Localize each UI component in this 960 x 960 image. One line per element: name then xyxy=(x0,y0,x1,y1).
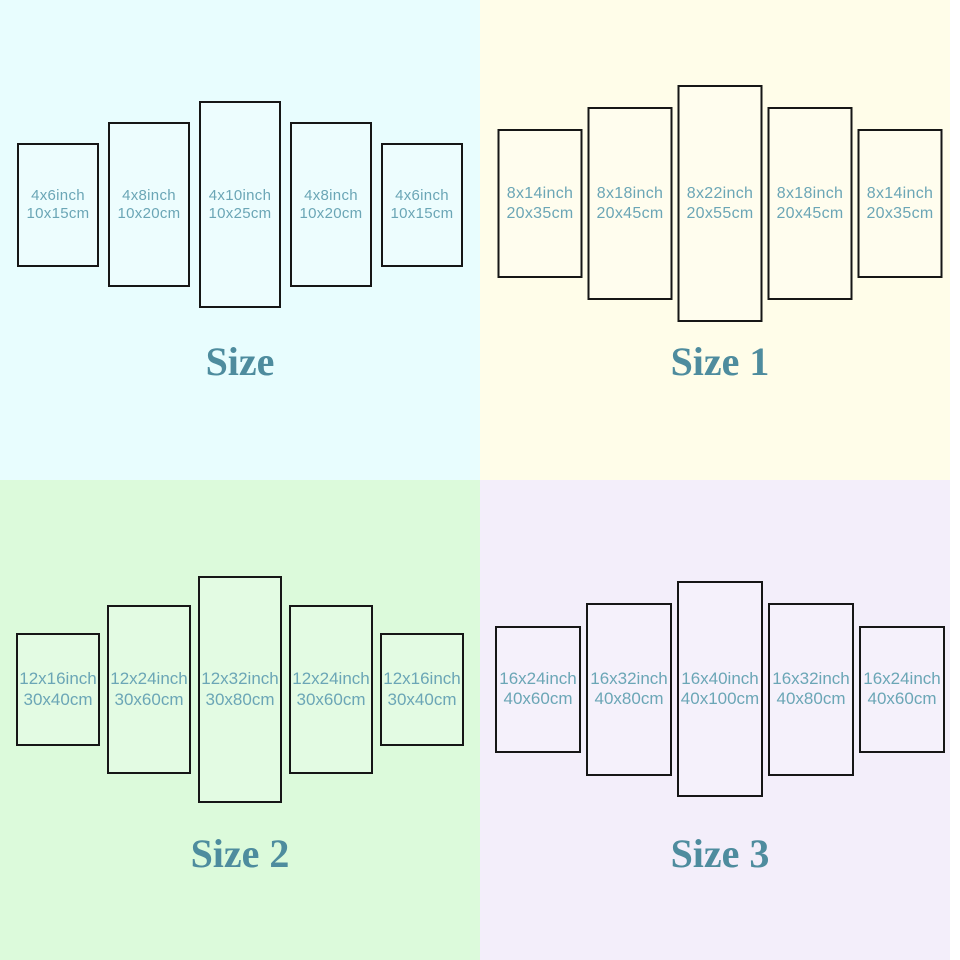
panel-size-cm: 10x15cm xyxy=(390,204,454,222)
size-panel: 4x10inch 10x25cm xyxy=(199,101,281,308)
panel-size-inch: 12x16inch xyxy=(383,669,461,689)
panel-size-inch: 12x16inch xyxy=(19,669,97,689)
panel-size-inch: 4x6inch xyxy=(395,186,449,204)
panel-size-inch: 8x14inch xyxy=(506,185,574,203)
quadrant-title: Size 3 xyxy=(670,831,770,876)
panel-size-inch: 8x22inch xyxy=(686,185,754,203)
size-panel: 8x18inch 20x45cm xyxy=(767,107,853,300)
panel-size-cm: 30x80cm xyxy=(205,689,275,709)
panel-size-inch: 8x18inch xyxy=(776,185,844,203)
size-panel: 4x6inch 10x15cm xyxy=(381,142,463,267)
panel-size-cm: 40x80cm xyxy=(594,689,664,708)
panel-size-inch: 4x8inch xyxy=(122,186,176,204)
size-panel: 12x16inch 30x40cm xyxy=(16,633,100,746)
panel-size-cm: 20x35cm xyxy=(866,204,934,222)
size-panel: 4x8inch 10x20cm xyxy=(290,122,372,287)
panel-size-inch: 4x8inch xyxy=(304,186,358,204)
panel-size-inch: 8x14inch xyxy=(866,185,934,203)
right-edge-strip xyxy=(950,0,960,960)
panel-size-cm: 10x20cm xyxy=(299,204,363,222)
panel-size-cm: 30x40cm xyxy=(387,689,457,709)
size-panel: 8x14inch 20x35cm xyxy=(497,129,583,278)
size-panel: 4x8inch 10x20cm xyxy=(108,122,190,287)
size-panel: 12x24inch 30x60cm xyxy=(289,605,373,774)
panel-size-cm: 10x20cm xyxy=(117,204,181,222)
panel-size-inch: 12x32inch xyxy=(201,669,279,689)
panel-size-inch: 8x18inch xyxy=(596,185,664,203)
size-panel: 16x40inch 40x100cm xyxy=(677,581,763,797)
size-panel: 4x6inch 10x15cm xyxy=(17,142,99,267)
size-panel: 16x24inch 40x60cm xyxy=(859,625,945,753)
panel-size-cm: 30x60cm xyxy=(114,689,184,709)
panel-size-cm: 20x45cm xyxy=(596,204,664,222)
panel-group: 4x6inch 10x15cm 4x8inch 10x20cm 4x10inch… xyxy=(17,101,463,308)
panel-size-inch: 16x32inch xyxy=(590,668,668,688)
panel-size-inch: 12x24inch xyxy=(110,669,188,689)
panel-group: 8x14inch 20x35cm 8x18inch 20x45cm 8x22in… xyxy=(497,85,943,322)
quadrant-title: Size 2 xyxy=(190,831,290,876)
panel-group: 16x24inch 40x60cm 16x32inch 40x80cm 16x4… xyxy=(495,581,945,797)
size-panel: 8x14inch 20x35cm xyxy=(857,129,943,278)
panel-size-inch: 4x10inch xyxy=(208,186,272,204)
quadrant-size-3: 16x24inch 40x60cm 16x32inch 40x80cm 16x4… xyxy=(480,480,960,960)
panel-size-cm: 40x100cm xyxy=(680,689,760,708)
size-panel: 16x32inch 40x80cm xyxy=(768,602,854,776)
panel-group: 12x16inch 30x40cm 12x24inch 30x60cm 12x3… xyxy=(16,576,464,803)
panel-size-inch: 16x32inch xyxy=(772,668,850,688)
panel-size-cm: 20x35cm xyxy=(506,204,574,222)
quadrant-title: Size 1 xyxy=(670,339,770,384)
panel-size-inch: 16x40inch xyxy=(681,668,759,688)
panel-size-cm: 10x25cm xyxy=(208,204,272,222)
size-panel: 12x16inch 30x40cm xyxy=(380,633,464,746)
panel-size-cm: 40x80cm xyxy=(776,689,846,708)
size-panel: 8x18inch 20x45cm xyxy=(587,107,673,300)
panel-size-cm: 10x15cm xyxy=(26,204,90,222)
size-panel: 12x24inch 30x60cm xyxy=(107,605,191,774)
panel-size-cm: 30x40cm xyxy=(23,689,93,709)
panel-size-cm: 40x60cm xyxy=(867,689,937,708)
quadrant-size-2: 12x16inch 30x40cm 12x24inch 30x60cm 12x3… xyxy=(0,480,480,960)
panel-size-inch: 16x24inch xyxy=(499,668,577,688)
panel-size-inch: 16x24inch xyxy=(863,668,941,688)
size-panel: 16x32inch 40x80cm xyxy=(586,602,672,776)
size-panel: 12x32inch 30x80cm xyxy=(198,576,282,803)
size-panel: 8x22inch 20x55cm xyxy=(677,85,763,322)
panel-size-cm: 30x60cm xyxy=(296,689,366,709)
size-panel: 16x24inch 40x60cm xyxy=(495,625,581,753)
quadrant-size: 4x6inch 10x15cm 4x8inch 10x20cm 4x10inch… xyxy=(0,0,480,480)
panel-size-inch: 4x6inch xyxy=(31,186,85,204)
quadrant-title: Size xyxy=(205,339,275,384)
panel-size-cm: 40x60cm xyxy=(503,689,573,708)
quadrant-size-1: 8x14inch 20x35cm 8x18inch 20x45cm 8x22in… xyxy=(480,0,960,480)
panel-size-cm: 20x55cm xyxy=(686,204,754,222)
panel-size-cm: 20x45cm xyxy=(776,204,844,222)
panel-size-inch: 12x24inch xyxy=(292,669,370,689)
